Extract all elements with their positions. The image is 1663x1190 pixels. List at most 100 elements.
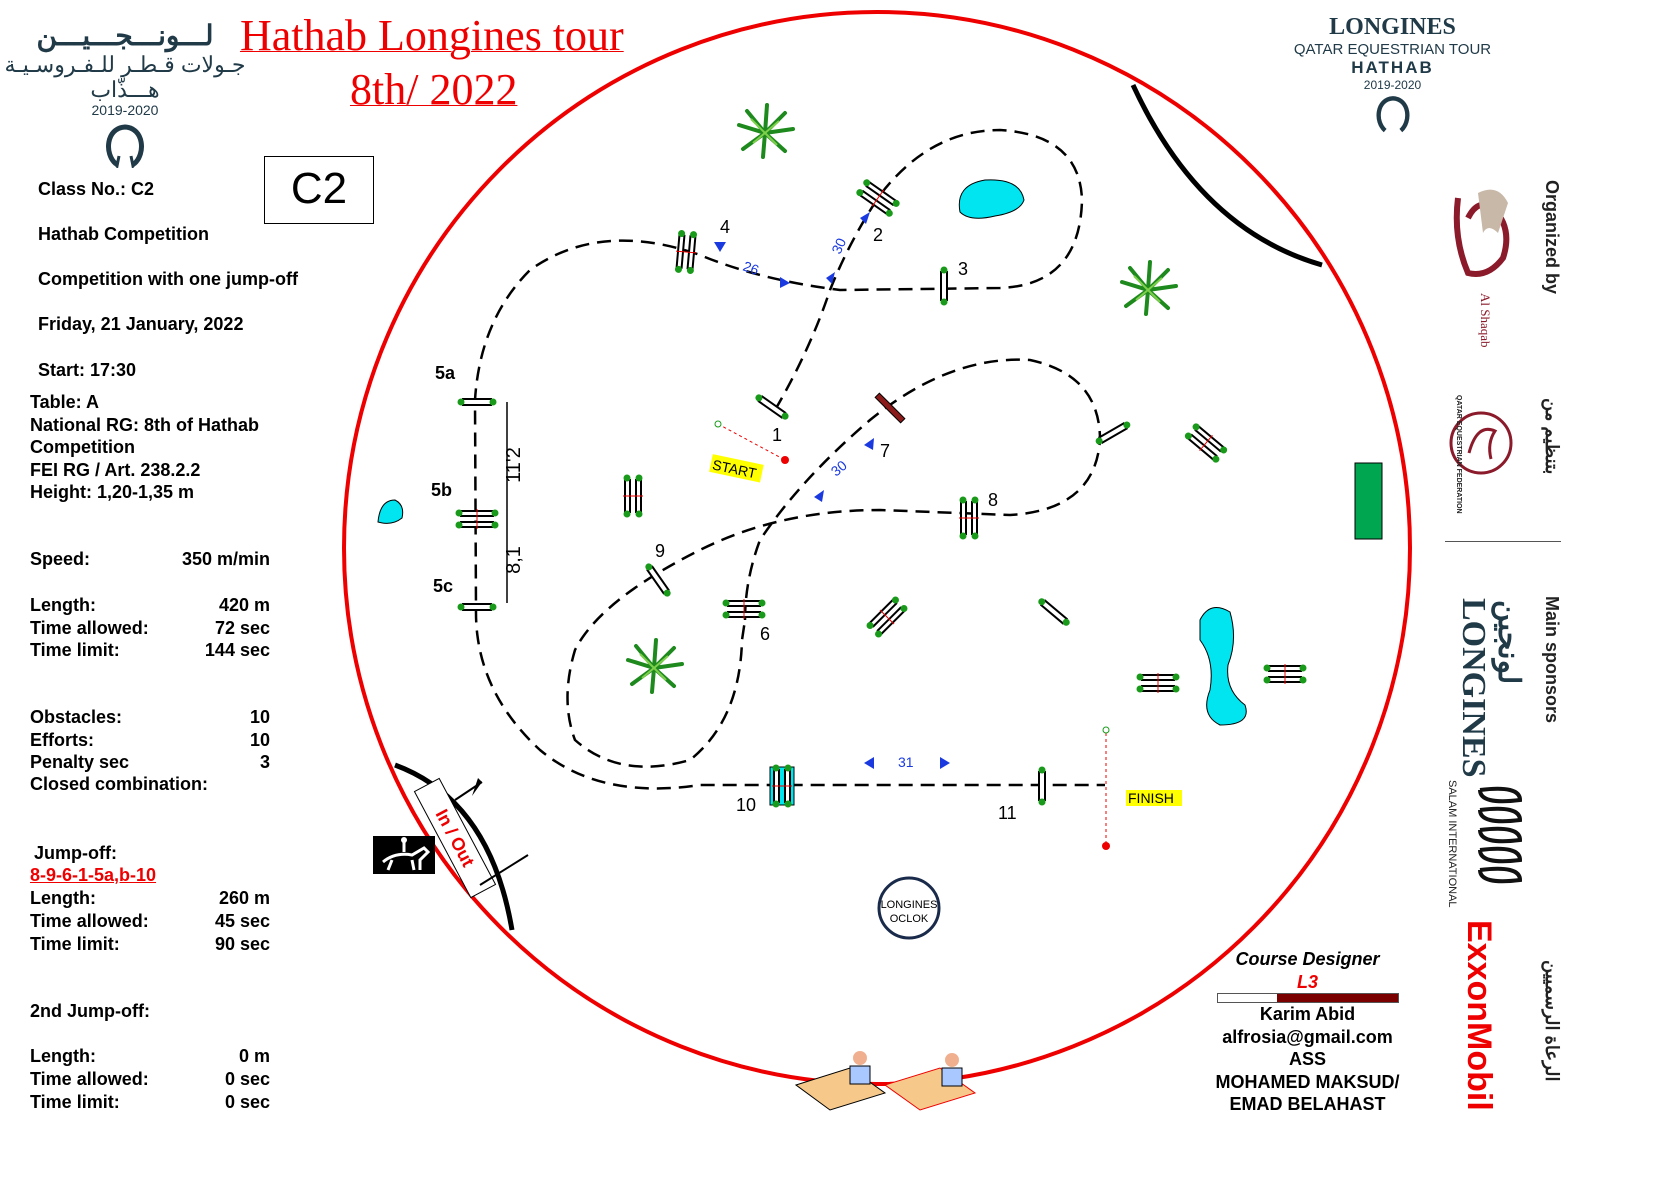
svg-text:5c: 5c bbox=[433, 576, 453, 596]
salam-logo bbox=[1478, 786, 1523, 884]
national-rg: National RG: 8th of Hathab bbox=[30, 414, 259, 435]
label: Time limit: bbox=[30, 640, 120, 660]
svg-text:3: 3 bbox=[958, 259, 968, 279]
longines-sponsor-logo: LONGINES bbox=[1455, 598, 1492, 778]
label: Time allowed: bbox=[30, 1069, 149, 1089]
finish-label: FINISH bbox=[1126, 790, 1182, 806]
svg-text:5b: 5b bbox=[431, 480, 452, 500]
value: 0 sec bbox=[224, 1069, 270, 1089]
jump-off-2-title: 2nd Jump-off: bbox=[30, 1001, 150, 1021]
water-pond-top bbox=[958, 179, 1025, 219]
in-out-gate-curve bbox=[394, 762, 515, 931]
logo-line2: QATAR EQUESTRIAN TOUR bbox=[1293, 41, 1492, 58]
arena-boundary bbox=[342, 10, 1412, 1086]
svg-text:10: 10 bbox=[736, 795, 756, 815]
logo-years: 2019-2020 bbox=[1363, 78, 1422, 92]
organized-by-label: Organized by bbox=[1542, 180, 1562, 295]
value: 10 bbox=[249, 707, 270, 727]
jo-time-limit-row: Time limit:90 sec bbox=[30, 934, 270, 955]
obstacles-row: Obstacles:10 bbox=[30, 707, 270, 728]
designer-level: L3 bbox=[1296, 971, 1318, 992]
assistant-label: ASS bbox=[1288, 1049, 1326, 1069]
assistant-2: EMAD BELAHAST bbox=[1229, 1094, 1386, 1114]
competition-date: Friday, 21 January, 2022 bbox=[38, 314, 244, 334]
jo2-length-row: Length:0 m bbox=[30, 1046, 270, 1067]
arena-curve-top-right bbox=[1130, 83, 1323, 268]
class-no: Class No.: C2 bbox=[38, 179, 155, 199]
label: Speed: bbox=[30, 549, 91, 569]
al-shaqab-logo: Al Shaqab bbox=[1448, 178, 1518, 363]
distance-5b-5c: 8,1 bbox=[503, 546, 525, 574]
speed-row: Speed:350 m/min bbox=[30, 549, 270, 570]
logo-arabic-2: جـولات قـطـر للـفـروسـيـة bbox=[4, 52, 246, 77]
svg-text:11: 11 bbox=[998, 803, 1017, 823]
obstacle-5a: 5a bbox=[435, 363, 498, 407]
label: Time allowed: bbox=[30, 911, 149, 931]
obstacle-1: 1 bbox=[753, 391, 791, 445]
label: Length: bbox=[30, 888, 96, 908]
direction-arrows bbox=[714, 212, 950, 769]
rules-block: Table: A National RG: 8th of Hathab Comp… bbox=[30, 391, 259, 504]
label: Time limit: bbox=[30, 934, 120, 954]
horse-rider-icon bbox=[373, 836, 435, 874]
value: 45 sec bbox=[214, 911, 270, 931]
logo-line3: HATHAB bbox=[1351, 58, 1434, 77]
closed-combination-row: Closed combination: bbox=[30, 774, 270, 795]
obstacle-10: 10 bbox=[736, 763, 795, 815]
svg-text:OCLOK: OCLOK bbox=[890, 913, 929, 925]
jo-time-allowed-row: Time allowed: 45 sec bbox=[30, 911, 270, 932]
designer-level-bar bbox=[1216, 993, 1399, 1003]
value: 72 sec bbox=[214, 618, 270, 638]
horseshoe-icon bbox=[106, 124, 144, 168]
svg-text:6: 6 bbox=[760, 624, 770, 644]
palm-plant bbox=[1120, 260, 1178, 316]
value: 420 m bbox=[218, 595, 270, 615]
start-time: Start: 17:30 bbox=[38, 360, 137, 380]
distance-1-2: 30 bbox=[828, 235, 849, 256]
label: Length: bbox=[30, 595, 96, 615]
competition-name: Hathab Competition bbox=[38, 224, 209, 244]
distance-7-8: 30 bbox=[828, 457, 850, 479]
table-type: Table: A bbox=[30, 392, 100, 412]
obstacle-8: 8 bbox=[958, 490, 998, 541]
horseshoe-icon bbox=[1376, 96, 1409, 133]
designer-title: Course Designer bbox=[1235, 949, 1380, 969]
sponsor-divider bbox=[1445, 541, 1561, 542]
jump-off-sequence: 8-9-6-1-5a,b-10 bbox=[30, 865, 157, 885]
obstacle-9: 9 bbox=[642, 541, 674, 599]
exxonmobil-logo: ExxonMobil bbox=[1460, 920, 1498, 1111]
course-route bbox=[473, 128, 1105, 790]
jump-off-title: Jump-off: bbox=[34, 843, 117, 863]
length-row: Length: 420 m bbox=[30, 595, 270, 616]
longines-clock: LONGINES OCLOK bbox=[877, 876, 941, 940]
obstacle-7: 7 bbox=[874, 392, 906, 461]
competition-type: Competition with one jump-off bbox=[38, 269, 298, 289]
hathab-logo: لـــونـــجـــيـــن جـولات قـطـر للـفـروس… bbox=[0, 20, 250, 168]
value: 0 m bbox=[238, 1046, 270, 1066]
time-limit-row: Time limit:144 sec bbox=[30, 640, 270, 661]
label: Penalty sec bbox=[30, 752, 130, 772]
class-box: C2 bbox=[264, 156, 374, 224]
logo-brand: LONGINES bbox=[1329, 14, 1456, 40]
value: 10 bbox=[249, 730, 270, 750]
height: Height: 1,20-1,35 m bbox=[30, 482, 195, 502]
green-area bbox=[1354, 462, 1383, 540]
label: Closed combination: bbox=[30, 774, 209, 794]
start-label: START bbox=[709, 454, 764, 483]
course-designer-block: Course Designer L3 Karim Abid alfrosia@g… bbox=[1200, 948, 1415, 1116]
obstacle-3: 3 bbox=[939, 259, 968, 307]
obstacle-11: 11 bbox=[998, 765, 1047, 823]
designer-email: alfrosia@gmail.com bbox=[1222, 1026, 1393, 1047]
judges-booth-icon bbox=[794, 1051, 977, 1111]
svg-text:FINISH: FINISH bbox=[1128, 790, 1174, 806]
out-arrow bbox=[479, 854, 529, 886]
palm-plant bbox=[737, 103, 795, 159]
obstacle-2: 2 bbox=[853, 176, 903, 245]
jo-length-row: Length:260 m bbox=[30, 888, 270, 909]
national-rg-cont: Competition bbox=[30, 437, 135, 457]
logo-arabic-1: لـــونـــجـــيـــن bbox=[36, 20, 214, 51]
svg-text:5a: 5a bbox=[435, 363, 456, 383]
water-pond-right bbox=[1199, 607, 1247, 726]
